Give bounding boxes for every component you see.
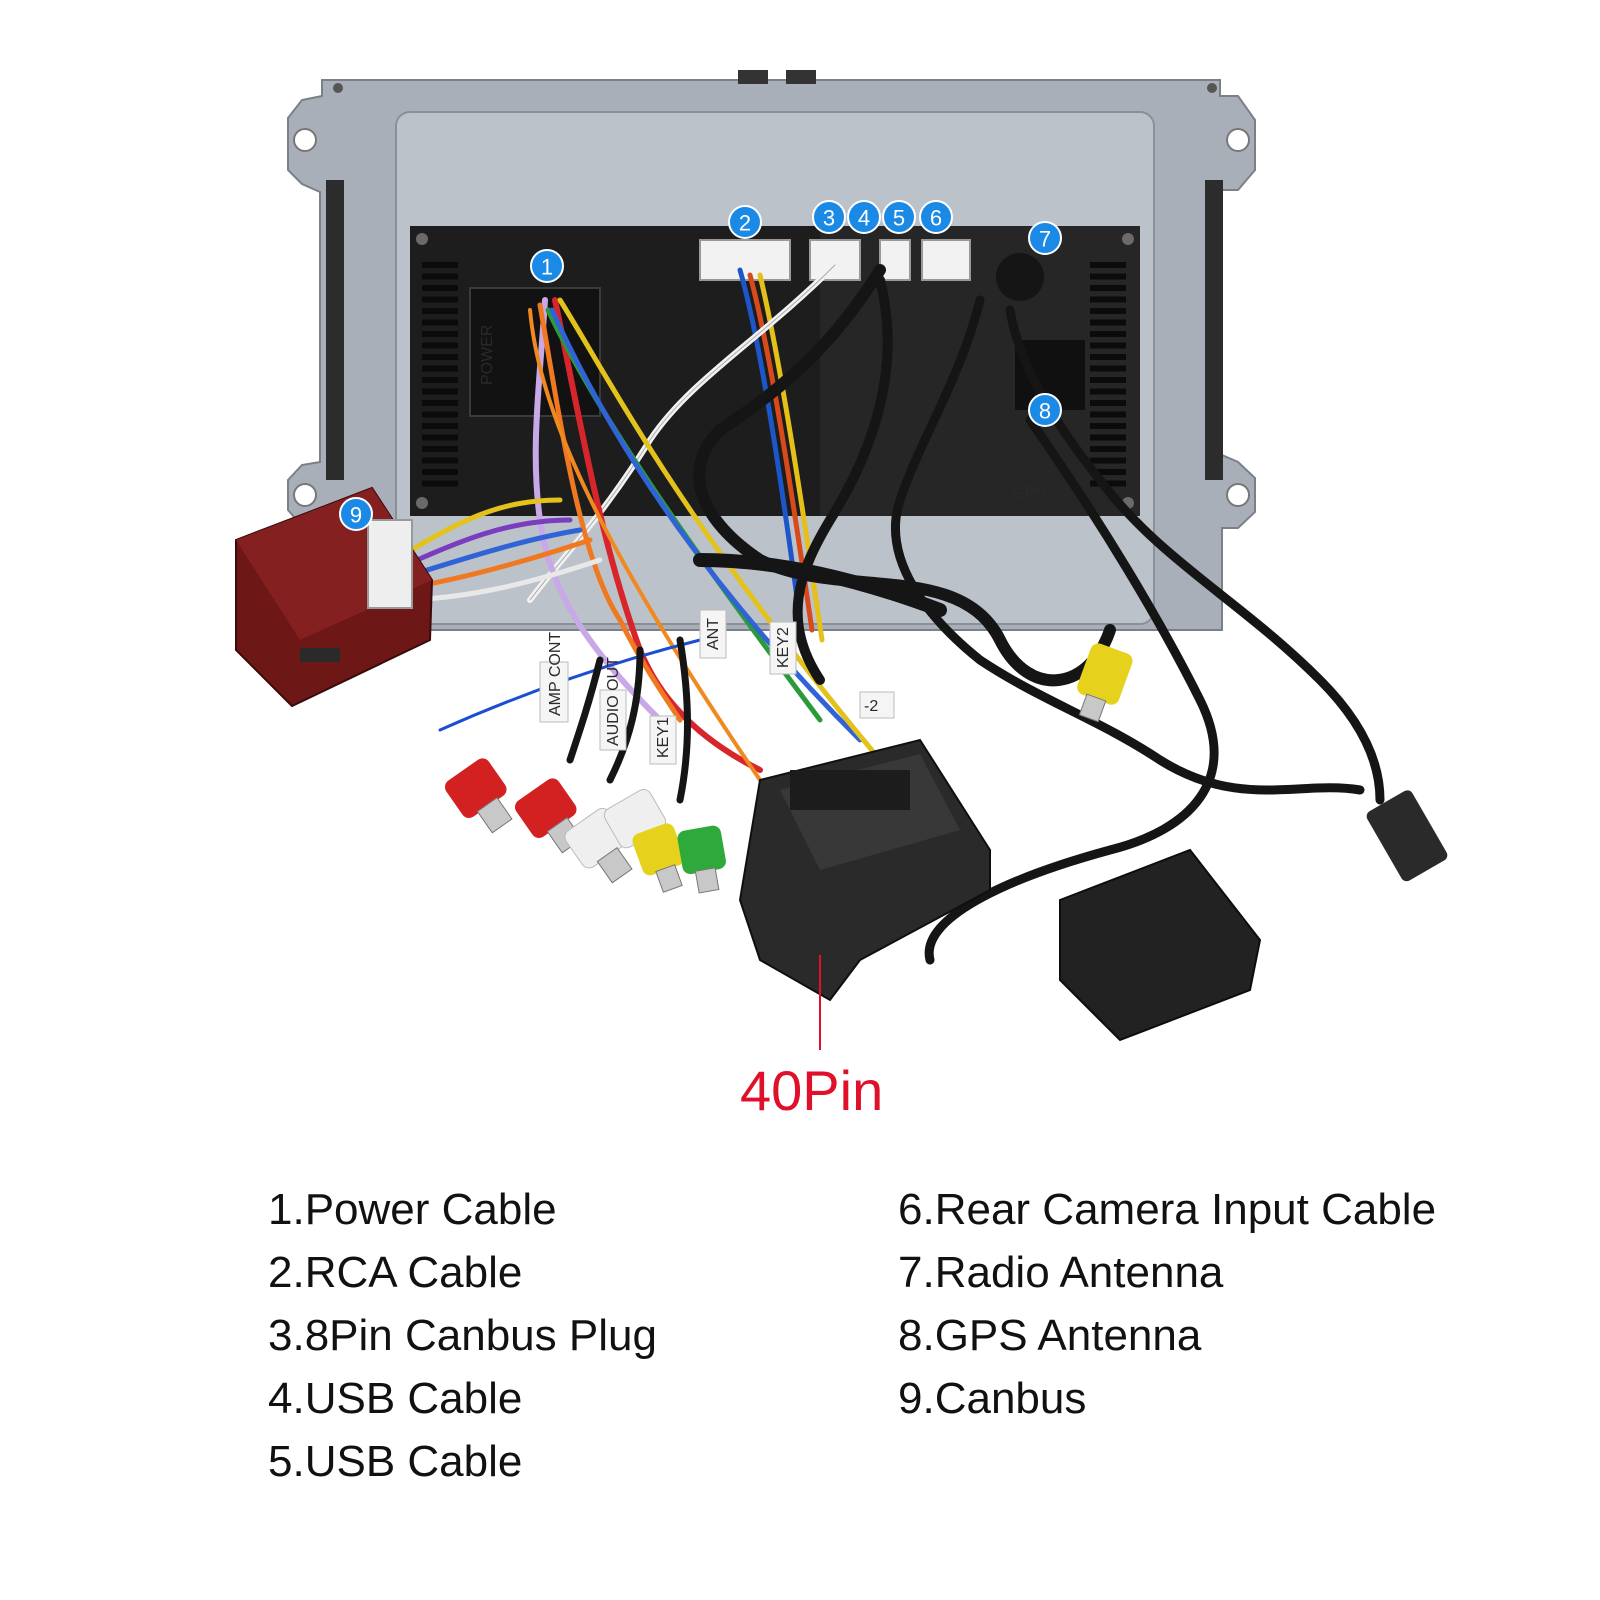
gps-silkscreen: GPS	[1012, 485, 1046, 502]
ant-tag: ANT	[705, 618, 722, 650]
vent-slot	[1090, 411, 1126, 418]
vent-slot	[1090, 273, 1126, 280]
vent-slot	[422, 400, 458, 406]
vent-slot	[1090, 319, 1126, 326]
vent-slot	[422, 354, 458, 360]
vent-slot	[422, 434, 458, 441]
svg-text:9: 9	[350, 503, 362, 528]
canbus-box	[235, 486, 434, 708]
vent-slot	[422, 319, 458, 326]
svg-text:2: 2	[739, 211, 751, 236]
rca-plugs	[444, 643, 1133, 894]
vent-slot	[422, 365, 458, 372]
vent-slot	[422, 285, 458, 291]
vent-slot	[1090, 354, 1126, 360]
vent-slot	[422, 331, 458, 337]
marker-2: 2	[728, 205, 762, 239]
vent-slot	[1090, 388, 1126, 395]
vent-slot	[1090, 365, 1126, 372]
legend-item-power-cable: 1.Power Cable	[268, 1185, 557, 1234]
cable-tags: AMP CONT AUDIO OUT KEY1 ANT KEY2 -2	[539, 609, 895, 765]
amp-cont-tag: AMP CONT	[547, 632, 564, 716]
vent-slot	[1090, 423, 1126, 429]
vent-slot	[1090, 331, 1126, 337]
vent-slot	[1090, 262, 1126, 268]
key2-tag: KEY2	[775, 627, 792, 668]
vent-slot	[422, 342, 458, 349]
marker-5: 5	[882, 200, 916, 234]
legend-item-rca-cable: 2.RCA Cable	[268, 1248, 523, 1297]
vent-slot	[422, 411, 458, 418]
svg-text:8: 8	[1039, 399, 1051, 424]
vent-slot	[422, 377, 458, 383]
vent-slot	[422, 388, 458, 395]
svg-text:1: 1	[541, 255, 553, 280]
vent-slot	[422, 457, 458, 464]
legend-left-column: 1.Power Cable 2.RCA Cable 3.8Pin Canbus …	[268, 1183, 657, 1498]
tag-2: -2	[864, 698, 878, 715]
vent-slot	[422, 296, 458, 303]
power-silkscreen: POWER	[479, 325, 496, 385]
marker-6: 6	[919, 200, 953, 234]
vent-slot	[422, 308, 458, 314]
wiring-diagram: POWER GPS	[235, 70, 1448, 1050]
marker-3: 3	[812, 200, 846, 234]
legend-item-usb-cable-2: 5.USB Cable	[268, 1437, 523, 1486]
radio-antenna-plug	[1366, 790, 1448, 882]
svg-text:4: 4	[858, 206, 870, 231]
vent-slot	[1090, 469, 1126, 475]
svg-text:6: 6	[930, 206, 942, 231]
marker-4: 4	[847, 200, 881, 234]
vent-slot	[422, 273, 458, 280]
vent-slot	[422, 423, 458, 429]
40pin-label: 40Pin	[740, 1059, 884, 1122]
legend-item-canbus: 9.Canbus	[898, 1374, 1087, 1423]
vent-slot	[1090, 342, 1126, 349]
40pin-connector	[738, 738, 991, 1002]
marker-1: 1	[530, 249, 564, 283]
marker-9: 9	[339, 497, 373, 531]
legend-item-rear-camera-cable: 6.Rear Camera Input Cable	[898, 1185, 1437, 1234]
legend-item-gps-antenna: 8.GPS Antenna	[898, 1311, 1202, 1360]
vent-slot	[1090, 377, 1126, 383]
vent-slot	[1090, 457, 1126, 464]
legend-item-radio-antenna: 7.Radio Antenna	[898, 1248, 1224, 1297]
vent-slot	[422, 469, 458, 475]
vent-slot	[1090, 446, 1126, 452]
svg-text:5: 5	[893, 206, 905, 231]
top-connectors	[699, 239, 1044, 301]
marker-8: 8	[1028, 393, 1062, 427]
key1-tag: KEY1	[655, 717, 672, 758]
svg-text:3: 3	[823, 206, 835, 231]
vent-slot	[1090, 296, 1126, 303]
legend-item-usb-cable-1: 4.USB Cable	[268, 1374, 523, 1423]
vent-slot	[1090, 285, 1126, 291]
vent-slot	[422, 262, 458, 268]
gps-antenna-puck	[1059, 848, 1262, 1042]
svg-text:7: 7	[1039, 227, 1051, 252]
legend-right-column: 6.Rear Camera Input Cable 7.Radio Antenn…	[898, 1183, 1436, 1435]
legend-item-canbus-plug: 3.8Pin Canbus Plug	[268, 1311, 657, 1360]
vent-slot	[1090, 400, 1126, 406]
marker-7: 7	[1028, 221, 1062, 255]
vent-slot	[422, 446, 458, 452]
vent-slot	[422, 480, 458, 487]
vent-slot	[1090, 434, 1126, 441]
vent-slot	[1090, 308, 1126, 314]
audio-out-tag: AUDIO OUT	[605, 657, 622, 746]
